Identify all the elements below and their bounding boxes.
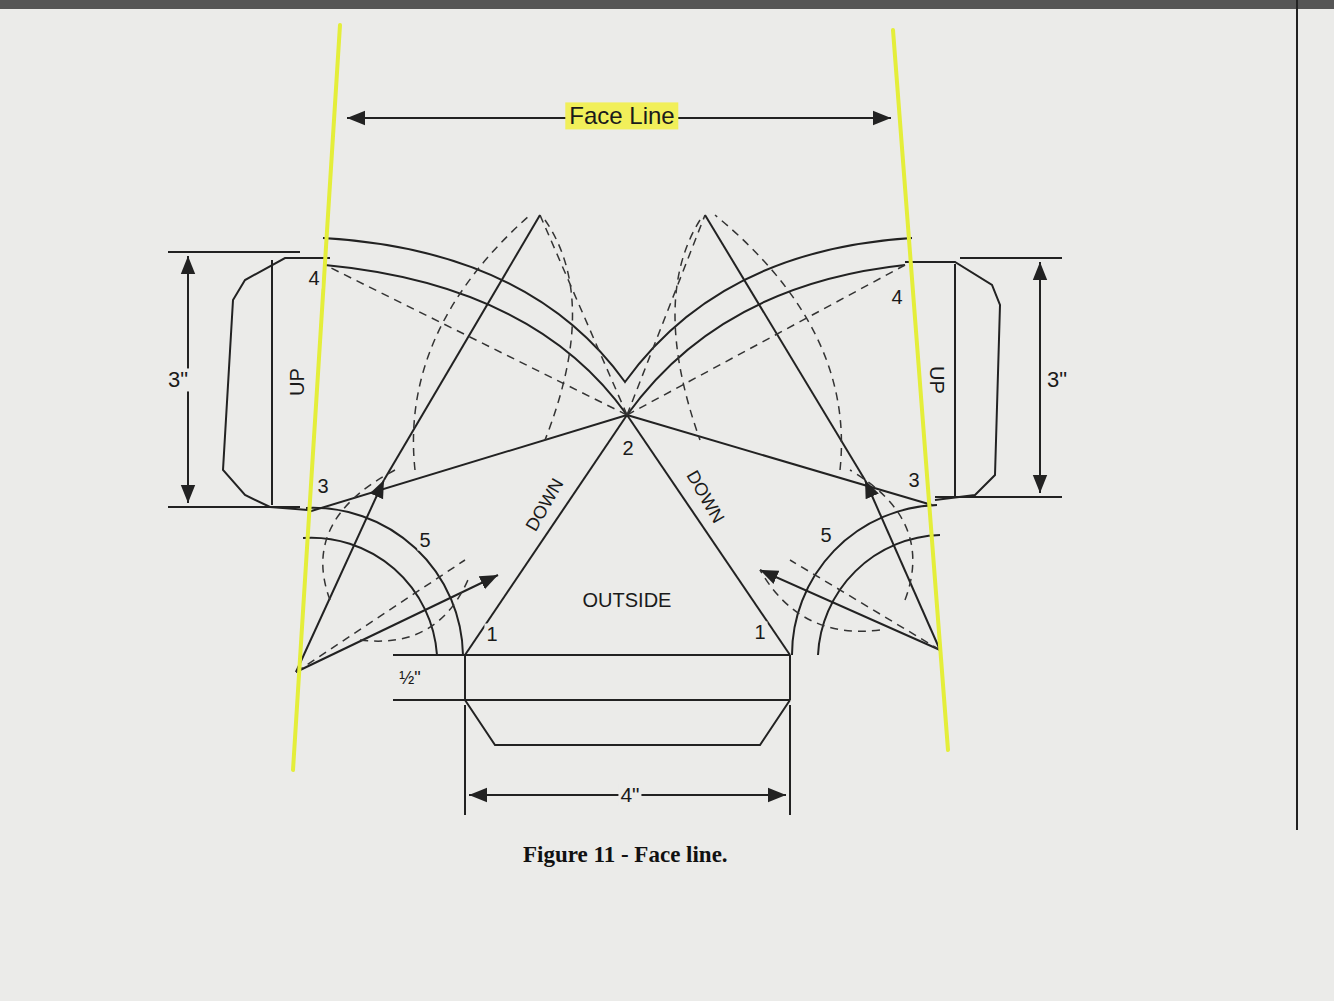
point-number: 2 (620, 438, 635, 459)
part-label: UP (287, 366, 308, 398)
point-number: 1 (752, 622, 767, 643)
point-number: 5 (417, 530, 432, 551)
figure-caption: Figure 11 - Face line. (523, 842, 728, 868)
point-number: 3 (906, 470, 921, 491)
point-number: 5 (818, 525, 833, 546)
dimension-label: 3" (1045, 368, 1069, 391)
dimension-label: 4" (618, 784, 641, 806)
point-number: 4 (306, 268, 321, 289)
part-label: DOWN (682, 466, 729, 528)
point-number: 1 (484, 624, 499, 645)
part-label: UP (926, 364, 947, 396)
point-number: 3 (315, 476, 330, 497)
point-number: 4 (889, 287, 904, 308)
part-label: DOWN (522, 474, 569, 536)
face-line-label: Face Line (565, 102, 678, 129)
part-label: OUTSIDE (581, 590, 674, 611)
dimension-label: ½" (397, 669, 422, 688)
dimension-label: 3" (166, 368, 190, 391)
